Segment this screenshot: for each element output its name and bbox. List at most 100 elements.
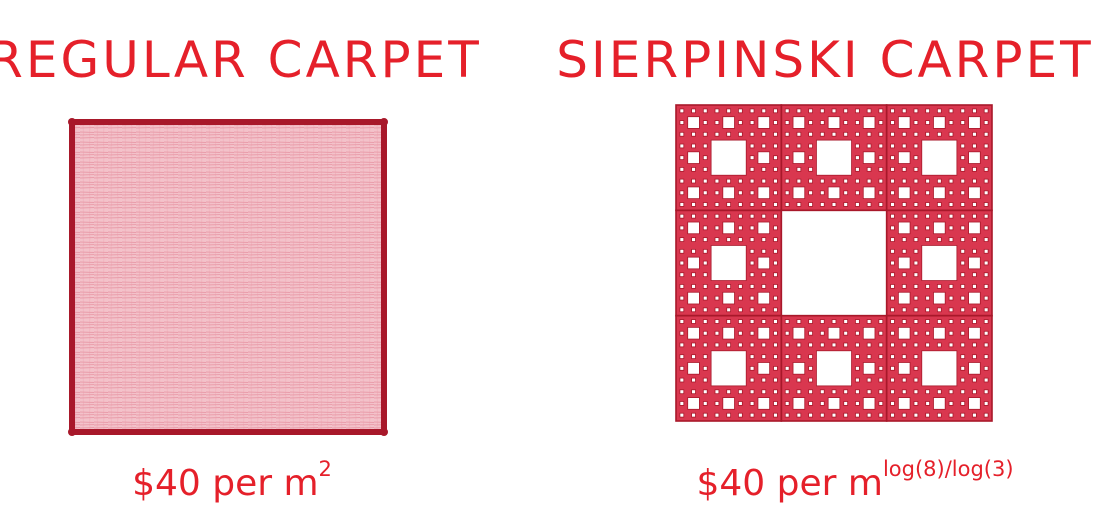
- carpet-hole: [936, 178, 942, 184]
- carpet-hole: [702, 330, 708, 336]
- carpet-hole: [878, 143, 884, 149]
- carpet-hole: [972, 412, 977, 418]
- carpet-hole: [925, 307, 930, 313]
- carpet-hole: [738, 213, 743, 219]
- carpet-hole: [983, 307, 989, 313]
- carpet-hole: [761, 319, 767, 324]
- carpet-hole: [913, 389, 919, 395]
- carpet-hole: [925, 401, 930, 406]
- carpet-hole: [761, 131, 767, 137]
- carpet-hole: [983, 178, 989, 184]
- carpet-hole: [913, 178, 919, 184]
- carpet-hole: [691, 143, 696, 149]
- carpet-hole: [757, 397, 771, 410]
- carpet-hole: [679, 108, 685, 114]
- carpet-hole: [890, 108, 895, 114]
- carpet-hole: [948, 330, 954, 336]
- carpet-hole: [749, 401, 755, 406]
- carpet-hole: [913, 120, 919, 125]
- carpet-hole: [983, 389, 989, 395]
- carpet-hole: [890, 178, 895, 184]
- carpet-hole: [679, 225, 685, 231]
- carpet-hole: [862, 326, 876, 340]
- carpet-hole: [761, 108, 767, 114]
- carpet-hole: [901, 389, 907, 395]
- carpet-hole: [679, 401, 685, 406]
- carpet-hole: [960, 295, 966, 301]
- carpet-hole: [702, 202, 708, 207]
- carpet-hole: [913, 342, 919, 348]
- carpet-hole: [714, 190, 720, 196]
- carpet-hole: [843, 389, 849, 395]
- carpet-hole: [808, 354, 813, 359]
- carpet-hole: [808, 365, 813, 371]
- carpet-hole: [983, 330, 989, 336]
- carpet-hole: [925, 330, 930, 336]
- carpet-hole: [983, 401, 989, 406]
- carpet-hole: [796, 377, 802, 383]
- carpet-hole: [933, 397, 946, 410]
- carpet-hole: [897, 326, 911, 340]
- carpet-hole: [878, 202, 884, 207]
- carpet-hole: [913, 167, 919, 172]
- carpet-hole: [784, 389, 790, 395]
- carpet-hole: [808, 342, 813, 348]
- carpet-hole: [726, 108, 732, 114]
- carpet-hole: [933, 186, 946, 200]
- carpet-hole: [691, 202, 696, 207]
- carpet-hole: [796, 143, 802, 149]
- carpet-hole: [925, 190, 930, 196]
- carpet-hole: [890, 401, 895, 406]
- carpet-hole: [925, 237, 930, 242]
- carpet-hole: [925, 108, 930, 114]
- carpet-hole: [866, 377, 872, 383]
- carpet-hole: [679, 131, 685, 137]
- carpet-hole: [901, 284, 907, 289]
- carpet-hole: [960, 272, 966, 278]
- carpet-hole: [792, 362, 806, 375]
- carpet-hole: [972, 178, 977, 184]
- regular-price-exponent: 2: [318, 457, 332, 481]
- carpet-hole: [738, 120, 743, 125]
- carpet-hole: [784, 401, 790, 406]
- carpet-hole: [855, 389, 860, 395]
- carpet-hole: [878, 389, 884, 395]
- carpet-hole: [960, 190, 966, 196]
- carpet-hole: [890, 213, 895, 219]
- carpet-hole: [691, 178, 696, 184]
- carpet-hole: [948, 307, 954, 313]
- carpet-hole: [687, 291, 700, 305]
- carpet-hole: [773, 284, 778, 289]
- carpet-hole: [808, 330, 813, 336]
- carpet-hole: [960, 319, 966, 324]
- carpet-hole: [890, 237, 895, 242]
- carpet-hole: [749, 202, 755, 207]
- carpet-hole: [866, 108, 872, 114]
- carpet-hole: [843, 120, 849, 125]
- carpet-hole: [796, 131, 802, 137]
- carpet-hole: [702, 213, 708, 219]
- carpet-hole: [866, 143, 872, 149]
- carpet-hole: [679, 202, 685, 207]
- carpet-hole: [691, 248, 696, 254]
- carpet-hole: [773, 131, 778, 137]
- carpet-hole: [921, 245, 958, 281]
- carpet-hole: [722, 291, 735, 305]
- carpet-hole: [749, 389, 755, 395]
- carpet-hole: [784, 120, 790, 125]
- carpet-hole: [843, 342, 849, 348]
- carpet-hole: [827, 397, 841, 410]
- carpet-hole: [749, 120, 755, 125]
- carpet-hole: [901, 178, 907, 184]
- carpet-hole: [687, 221, 700, 235]
- carpet-hole: [714, 225, 720, 231]
- carpet-hole: [878, 354, 884, 359]
- carpet-hole: [901, 213, 907, 219]
- carpet-hole: [855, 167, 860, 172]
- carpet-hole: [808, 377, 813, 383]
- carpet-hole: [972, 389, 977, 395]
- carpet-hole: [890, 272, 895, 278]
- carpet-hole: [983, 295, 989, 301]
- carpet-hole: [808, 131, 813, 137]
- carpet-hole: [738, 307, 743, 313]
